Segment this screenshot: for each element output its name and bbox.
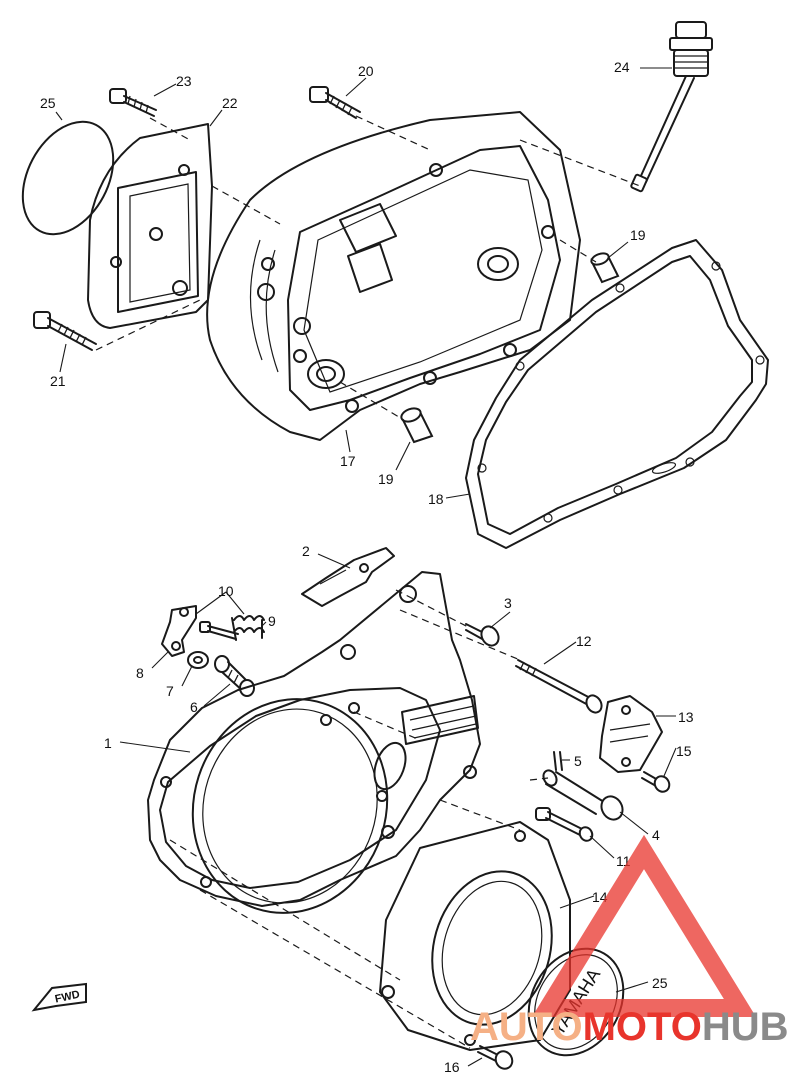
callout-pointers — [55, 67, 677, 1067]
callout-5: 5 — [574, 753, 582, 769]
svg-text:AUTOMOTOHUB: AUTOMOTOHUB — [470, 1005, 789, 1049]
callout-16: 16 — [444, 1059, 460, 1075]
part-3-screw — [465, 623, 500, 647]
part-20-screw — [309, 86, 361, 119]
part-24-dipstick — [630, 21, 713, 193]
part-8-lever — [161, 605, 197, 657]
callout-13: 13 — [678, 709, 694, 725]
callout-2: 2 — [302, 543, 310, 559]
callout-25-lower: 25 — [652, 975, 668, 991]
part-19-dowel-pin-upper — [590, 252, 620, 284]
upper-leader-lines — [95, 115, 641, 421]
callout-19-lower: 19 — [378, 471, 394, 487]
part-4-shaft — [542, 769, 624, 821]
callout-25-upper: 25 — [40, 95, 56, 111]
callout-21: 21 — [50, 373, 66, 389]
callout-19-upper: 19 — [630, 227, 646, 243]
callout-8: 8 — [136, 665, 144, 681]
callout-15: 15 — [676, 743, 692, 759]
part-14-outer-cover — [379, 821, 571, 1051]
part-10-pin — [199, 621, 239, 640]
part-16-screw — [477, 1045, 514, 1070]
part-12-long-bolt — [515, 659, 603, 714]
part-17-crankcase-cover — [206, 111, 581, 441]
part-18-gasket — [465, 239, 769, 549]
part-21-bolt — [33, 311, 97, 351]
callout-18: 18 — [428, 491, 444, 507]
part-6-adjust-screw — [214, 655, 255, 697]
watermark-triangle-icon — [531, 834, 757, 1017]
part-9-spring — [231, 615, 265, 641]
part-13-plate — [599, 695, 663, 773]
part-19-dowel-pin-lower — [400, 407, 434, 444]
callout-3: 3 — [504, 595, 512, 611]
watermark: AUTOMOTOHUB — [470, 834, 789, 1049]
part-7-washer — [187, 651, 209, 669]
callout-20: 20 — [358, 63, 374, 79]
part-15-screw — [641, 771, 671, 793]
part-23-screw — [109, 88, 157, 117]
callout-9: 9 — [268, 613, 276, 629]
part-22-small-cover — [87, 123, 213, 329]
callout-23: 23 — [176, 73, 192, 89]
watermark-word-1: AUTO — [470, 1005, 583, 1049]
watermark-word-3: HUB — [702, 1005, 789, 1049]
callout-12: 12 — [576, 633, 592, 649]
part-5-pin — [553, 751, 563, 771]
callout-10: 10 — [218, 583, 234, 599]
callout-22: 22 — [222, 95, 238, 111]
callout-1: 1 — [104, 735, 112, 751]
part-1-crankcase-cover — [147, 571, 481, 914]
callout-4: 4 — [652, 827, 660, 843]
callout-24: 24 — [614, 59, 630, 75]
part-11-screw — [535, 807, 594, 842]
callout-7: 7 — [166, 683, 174, 699]
fwd-marker: FWD — [31, 982, 87, 1012]
fwd-marker-text: FWD — [54, 989, 81, 1006]
part-2-bracket — [301, 547, 395, 607]
lower-leader-lines — [169, 589, 549, 1049]
part-25-o-ring-upper — [21, 120, 115, 236]
callout-17: 17 — [340, 453, 356, 469]
watermark-word-2: MOTO — [583, 1005, 702, 1049]
callout-6: 6 — [190, 699, 198, 715]
